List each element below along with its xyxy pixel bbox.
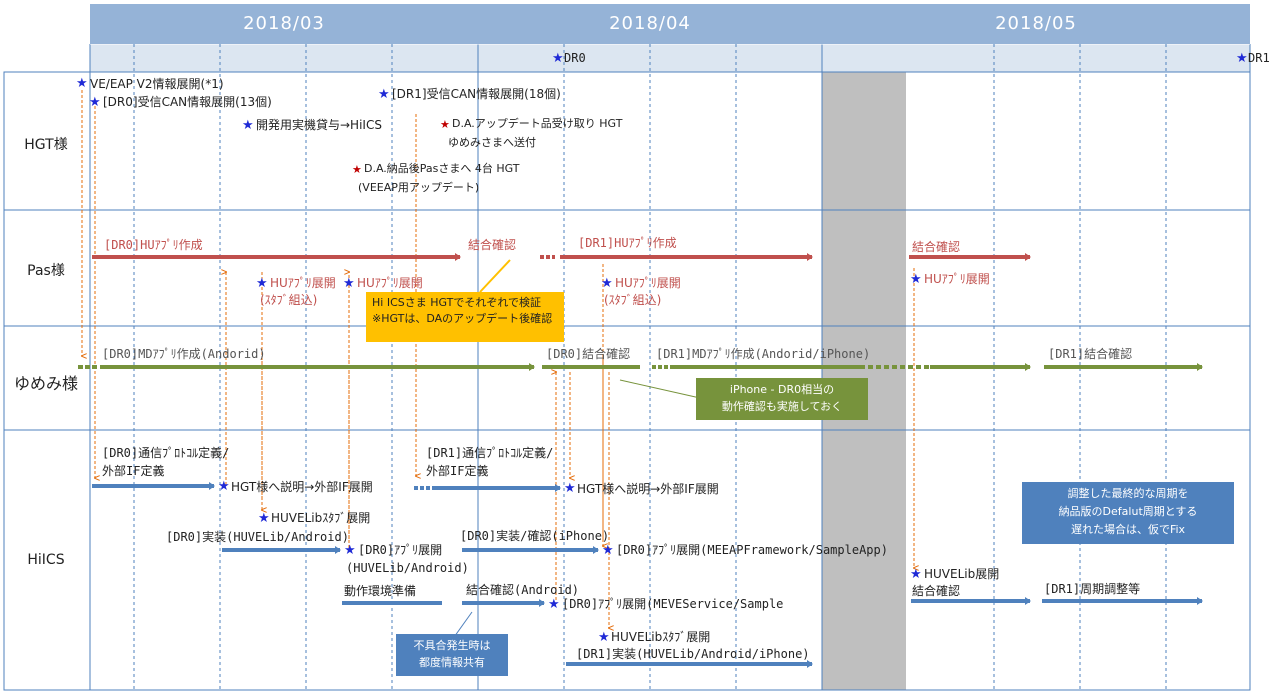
blue-star-icon: ★ [242,118,254,133]
callout-line: Hi ICSさま HGTでそれぞれで検証 [372,296,542,309]
row-label-yume: ゆめみ様 [13,374,78,393]
blue-star-icon: ★ [910,272,922,287]
hilcs-huvelib-deploy: HUVELib展開 [924,567,1000,581]
yume-dr0-md-app: [DR0]MDｱﾌﾟﾘ作成(Andorid) [102,347,266,361]
milestone-dr1: DR1 [1248,51,1270,65]
red-star-icon: ★ [352,163,362,176]
pas-integration-may: 結合確認 [912,240,961,254]
blue-star-icon: ★ [548,597,560,612]
hilcs-dr0-protocol-2: 外部IF定義 [102,464,165,478]
hilcs-dr0-impl: [DR0]実装(HUVELib/Android) [166,530,349,544]
row-label-pas: Pas様 [27,263,65,279]
callout-line: 不具合発生時は [413,639,491,652]
hilcs-hgt-explain-2: HGT様へ説明→外部IF展開 [577,482,719,496]
hgt-veeap-update: (VEEAP用アップデート) [358,181,480,194]
blue-star-icon: ★ [256,276,268,291]
pas-hu-deploy-3: HUｱﾌﾟﾘ展開 [615,276,681,290]
hilcs-dr0-app-deploy: [DR0]ｱﾌﾟﾘ展開 [358,543,443,557]
blue-star-icon: ★ [378,87,390,102]
hilcs-hgt-explain-1: HGT様へ説明→外部IF展開 [231,480,373,494]
hgt-ve-eap: VE/EAP V2情報展開(*1) [90,77,224,91]
milestone-dr0: DR0 [564,51,586,65]
hgt-dr0-can: [DR0]受信CAN情報展開(13個) [103,95,272,109]
hilcs-integration-android: 結合確認(Android) [466,583,580,597]
hgt-da-deliver: D.A.納品後Pasさまへ 4台 HGT [364,162,520,175]
blue-star-icon: ★ [552,51,564,66]
yume-iphone-callout: iPhone - DR0相当の 動作確認も実施しておく [696,378,868,420]
yume-dr1-integration: [DR1]結合確認 [1048,347,1133,361]
callout-line: 都度情報共有 [419,656,485,669]
blue-star-icon: ★ [76,76,88,91]
blue-star-icon: ★ [564,481,576,496]
pas-dr1-hu-app: [DR1]HUｱﾌﾟﾘ作成 [578,236,677,250]
hilcs-dr0-app-deploy-sub: (HUVELib/Android) [346,561,469,575]
hilcs-huvelib-stub-2: HUVELibｽﾀﾌﾞ展開 [611,630,711,644]
hgt-dev-device: 開発用実機貸与→HiICS [256,118,382,132]
hilcs-dr0-impl-check: [DR0]実装/確認(iPhone) [460,529,610,543]
hgt-da-update-2: ゆめみさまへ送付 [448,136,536,149]
blue-star-icon: ★ [343,276,355,291]
yume-dr1-md-app: [DR1]MDｱﾌﾟﾘ作成(Andorid/iPhone) [656,347,871,361]
blue-star-icon: ★ [602,543,614,558]
hilcs-bars [92,482,1203,668]
callout-line: 動作確認も実施しておく [721,400,843,413]
blue-star-icon: ★ [598,630,610,645]
row-label-hgt: HGT様 [24,137,68,153]
callout-line: 納品版のDefalut周期とする [1058,505,1198,518]
month-header-april: 2018/04 [478,4,822,44]
blue-star-icon: ★ [601,276,613,291]
pas-hu-deploy-2: HUｱﾌﾟﾘ展開 [357,276,423,290]
hilcs-dr1-cycle: [DR1]周期調整等 [1044,582,1141,596]
hilcs-huvelib-stub-1: HUVELibｽﾀﾌﾞ展開 [271,511,371,525]
callout-line: ※HGTは、DAのアップデート後確認 [372,312,553,325]
hilcs-dr1-protocol-1: [DR1]通信ﾌﾟﾛﾄｺﾙ定義/ [426,446,554,460]
month-header-march: 2018/03 [90,4,478,44]
blue-star-icon: ★ [258,511,270,526]
blue-star-icon: ★ [910,567,922,582]
blue-star-icon: ★ [344,543,356,558]
hilcs-issue-callout: 不具合発生時は 都度情報共有 [396,634,508,676]
pas-hu-deploy-1: HUｱﾌﾟﾘ展開 [270,276,336,290]
pas-dr0-hu-app: [DR0]HUｱﾌﾟﾘ作成 [104,238,203,252]
pas-hu-deploy-may: HUｱﾌﾟﾘ展開 [924,272,990,286]
callout-line: iPhone - DR0相当の [729,383,835,396]
pas-stub-embed-3: (ｽﾀﾌﾞ組込) [604,293,662,307]
blue-star-icon: ★ [218,479,230,494]
month-header-may: 2018/05 [822,4,1250,44]
row-label-hilcs: HiICS [27,552,65,568]
hilcs-dr0-app-deploy-meve: [DR0]ｱﾌﾟﾘ展開(MEVEService/Sample [562,597,784,611]
hilcs-cycle-callout: 調整した最終的な周期を 納品版のDefalut周期とする 遅れた場合は、仮でFi… [1022,482,1234,544]
red-star-icon: ★ [440,118,450,131]
hgt-dr1-can: [DR1]受信CAN情報展開(18個) [392,87,561,101]
hilcs-integration-may: 結合確認 [912,584,961,598]
hilcs-dr0-protocol-1: [DR0]通信ﾌﾟﾛﾄｺﾙ定義/ [102,446,230,460]
blue-star-icon: ★ [89,95,101,110]
callout-line: 遅れた場合は、仮でFix [1070,523,1186,536]
hilcs-dr1-impl: [DR1]実装(HUVELib/Android/iPhone) [576,647,810,661]
table-frame [3,71,1251,691]
pas-stub-embed-1: (ｽﾀﾌﾞ組込) [260,293,318,307]
blue-star-icon: ★ [1236,51,1248,66]
hilcs-dr0-app-deploy-meeap: [DR0]ｱﾌﾟﾘ展開(MEEAPFramework/SampleApp) [616,543,888,557]
hilcs-env-prep: 動作環境準備 [344,584,417,598]
pas-integration: 結合確認 [468,238,517,252]
hilcs-dr1-protocol-2: 外部IF定義 [426,464,489,478]
callout-line: 調整した最終的な周期を [1067,487,1189,500]
pas-verify-callout: Hi ICSさま HGTでそれぞれで検証 ※HGTは、DAのアップデート後確認 [366,292,564,342]
yume-dr0-integration: [DR0]結合確認 [546,347,631,361]
milestone-band [90,44,1250,72]
hgt-da-update-1: D.A.アップデート品受け取り HGT [452,117,623,130]
